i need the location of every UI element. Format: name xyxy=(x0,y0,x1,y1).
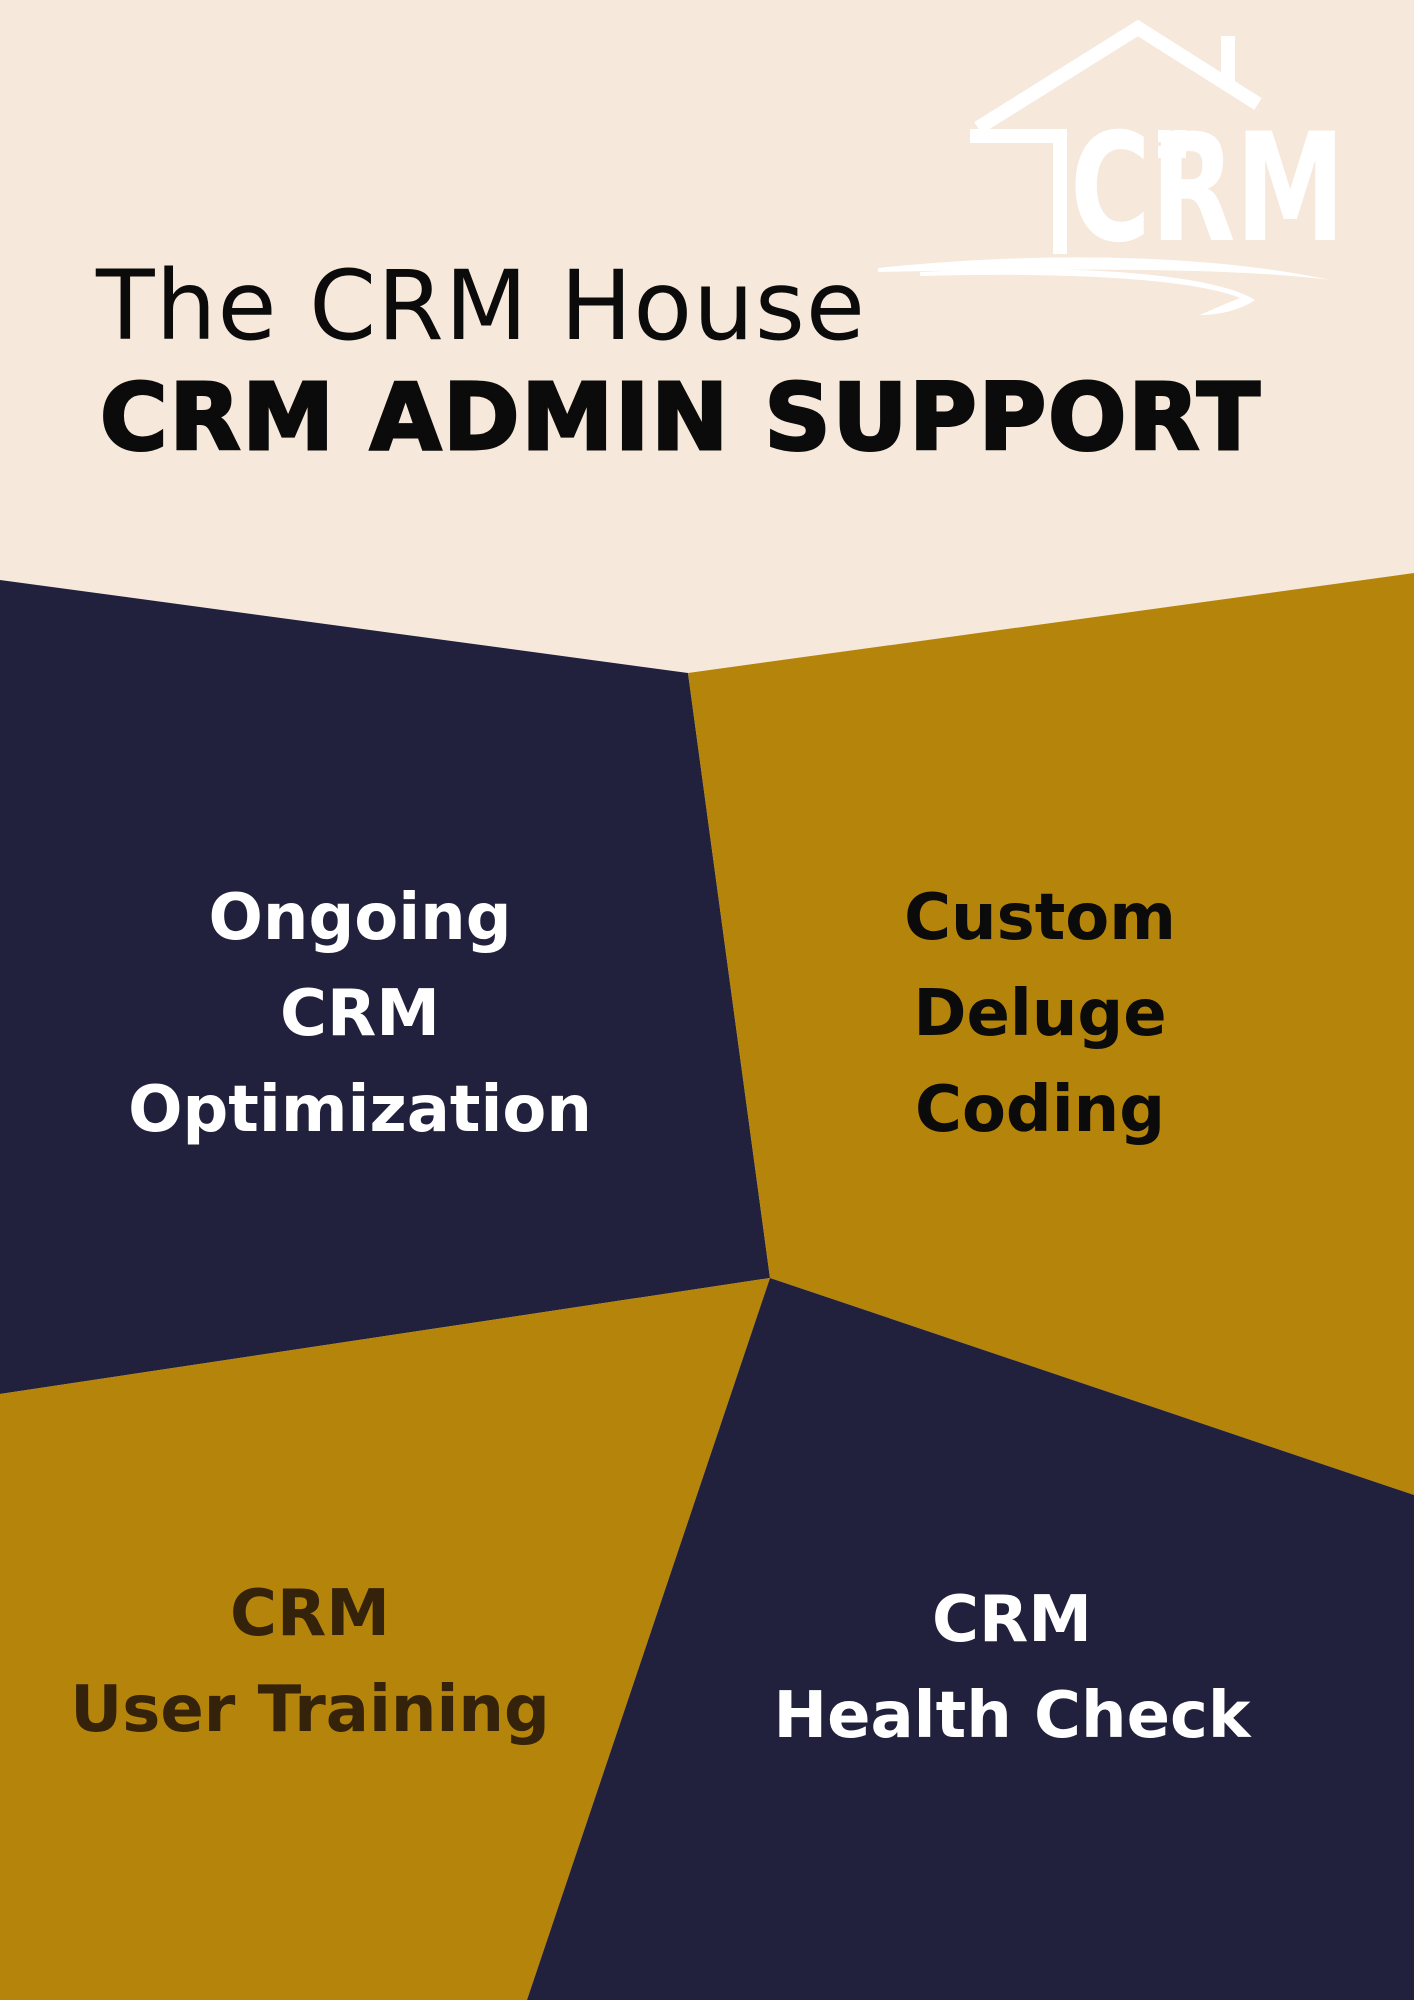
house-roof-icon xyxy=(970,19,1262,254)
logo-text: CRM xyxy=(1070,102,1345,276)
page-title: The CRM House xyxy=(96,250,866,362)
panel-label-line: User Training xyxy=(70,1673,550,1747)
panel-label-line: CRM xyxy=(230,1577,390,1651)
panel-label-line: Ongoing xyxy=(208,881,512,955)
panel-label-optimization: Ongoing CRM Optimization xyxy=(60,870,660,1158)
panel-label-line: Optimization xyxy=(128,1073,592,1147)
logo-swoosh-icon xyxy=(878,257,1330,315)
panel-label-training: CRM User Training xyxy=(10,1566,610,1758)
panel-label-line: CRM xyxy=(280,977,440,1051)
logo-window-icon xyxy=(1158,130,1186,158)
panel-label-health: CRM Health Check xyxy=(712,1572,1312,1764)
panel-optimization-shape xyxy=(0,580,770,1394)
page-subtitle: CRM ADMIN SUPPORT xyxy=(99,364,1262,471)
panel-deluge-shape xyxy=(688,573,1414,1495)
panel-label-deluge: Custom Deluge Coding xyxy=(740,870,1340,1158)
panel-label-line: Custom xyxy=(904,881,1176,955)
crm-house-logo: CRM xyxy=(878,19,1345,315)
panel-label-line: Deluge xyxy=(913,977,1167,1051)
panel-label-line: Coding xyxy=(914,1073,1166,1147)
panel-label-line: CRM xyxy=(932,1583,1092,1657)
panel-health-shape xyxy=(527,1278,1414,2000)
panel-training-shape xyxy=(0,1278,770,2000)
panel-label-line: Health Check xyxy=(773,1679,1251,1753)
